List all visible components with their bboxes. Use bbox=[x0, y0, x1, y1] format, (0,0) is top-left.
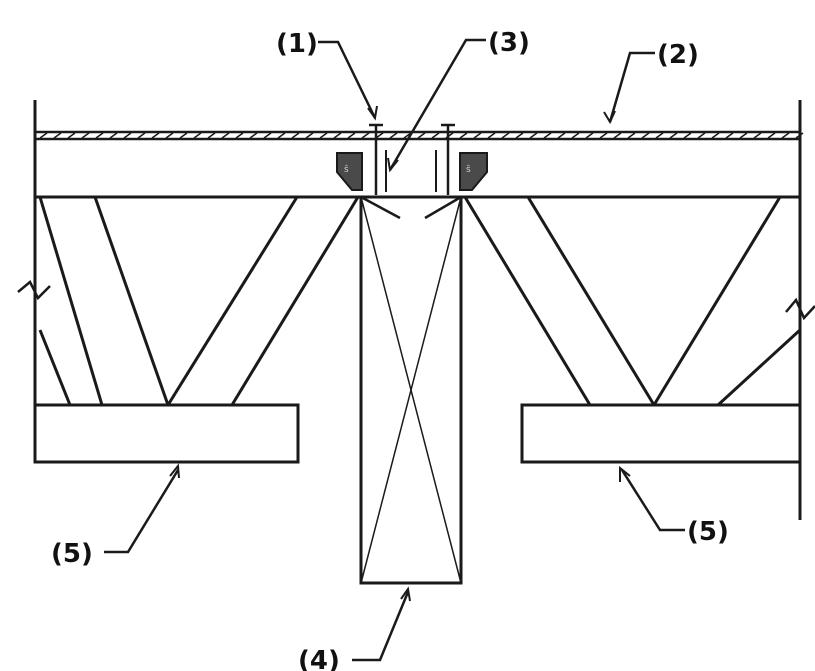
sheathing-hatch-mark bbox=[431, 132, 440, 139]
sheathing-hatch-mark bbox=[767, 132, 776, 139]
sheathing-hatch-mark bbox=[571, 132, 580, 139]
fasteners bbox=[369, 123, 455, 195]
sheathing-hatch-mark bbox=[683, 132, 692, 139]
sheathing-hatch-mark bbox=[39, 132, 48, 139]
right-break-symbol bbox=[785, 297, 815, 321]
center-post bbox=[359, 195, 463, 585]
sheathing-hatch-mark bbox=[221, 132, 230, 139]
sheathing-hatch-mark bbox=[291, 132, 300, 139]
right-bottom-chord bbox=[520, 403, 802, 464]
sheathing-hatch-mark bbox=[641, 132, 650, 139]
svg-text:ŝ: ŝ bbox=[466, 164, 471, 175]
sheathing-hatch-mark bbox=[179, 132, 188, 139]
sheathing-hatch-mark bbox=[53, 132, 62, 139]
callout-4-label: (4) bbox=[298, 646, 340, 671]
sheathing-hatch-mark bbox=[697, 132, 706, 139]
sheathing-hatch-mark bbox=[137, 132, 146, 139]
sheathing-hatch-mark bbox=[95, 132, 104, 139]
sheathing-hatch-mark bbox=[781, 132, 790, 139]
sheathing-hatch-mark bbox=[753, 132, 762, 139]
sheathing-hatch-mark bbox=[165, 132, 174, 139]
sheathing-hatch-mark bbox=[67, 132, 76, 139]
sheathing-hatch-mark bbox=[249, 132, 258, 139]
svg-text:ŝ: ŝ bbox=[344, 164, 349, 175]
sheathing-hatch-mark bbox=[599, 132, 608, 139]
sheathing-hatch-mark bbox=[305, 132, 314, 139]
left-break-symbol bbox=[17, 280, 51, 301]
leader-lines bbox=[104, 38, 685, 662]
sheathing-hatch-mark bbox=[487, 132, 496, 139]
sheathing-hatch-mark bbox=[123, 132, 132, 139]
sheathing-hatch-mark bbox=[473, 132, 482, 139]
diagonal-braces bbox=[360, 195, 462, 220]
connector-blocks: ŝ ŝ bbox=[336, 152, 488, 191]
sheathing-hatch-mark bbox=[361, 132, 370, 139]
roof-sheathing bbox=[35, 130, 804, 141]
sheathing-hatch-mark bbox=[417, 132, 426, 139]
sheathing-hatch-mark bbox=[347, 132, 356, 139]
sheathing-hatch-mark bbox=[277, 132, 286, 139]
sheathing-hatch-mark bbox=[333, 132, 342, 139]
sheathing-hatch-mark bbox=[669, 132, 678, 139]
left-truss-webs bbox=[38, 196, 360, 406]
sheathing-hatch-mark bbox=[725, 132, 734, 139]
sheathing-hatch-mark bbox=[151, 132, 160, 139]
sheathing-hatch-mark bbox=[207, 132, 216, 139]
sheathing-hatch-mark bbox=[543, 132, 552, 139]
sheathing-hatch-mark bbox=[235, 132, 244, 139]
sheathing-hatch-mark bbox=[711, 132, 720, 139]
left-bottom-chord bbox=[33, 403, 300, 464]
sheathing-hatch-mark bbox=[501, 132, 510, 139]
sheathing-hatch-mark bbox=[739, 132, 748, 139]
sheathing-hatch-mark bbox=[515, 132, 524, 139]
sheathing-hatch-mark bbox=[557, 132, 566, 139]
sheathing-hatch-mark bbox=[627, 132, 636, 139]
callout-1-label: (1) bbox=[276, 29, 318, 59]
sheathing-hatch-mark bbox=[795, 132, 804, 139]
callout-5-right-label: (5) bbox=[687, 517, 729, 547]
sheathing-hatch-mark bbox=[81, 132, 90, 139]
sheathing-hatch-mark bbox=[109, 132, 118, 139]
sheathing-hatch-mark bbox=[389, 132, 398, 139]
sheathing-hatch-mark bbox=[193, 132, 202, 139]
callout-5-left-label: (5) bbox=[51, 539, 93, 569]
sheathing-hatch-mark bbox=[655, 132, 664, 139]
callout-3-label: (3) bbox=[488, 28, 530, 58]
callout-2-label: (2) bbox=[657, 40, 699, 70]
right-connector-block bbox=[459, 152, 488, 191]
sheathing-hatch-mark bbox=[319, 132, 328, 139]
sheathing-hatch-mark bbox=[263, 132, 272, 139]
sheathing-hatch-mark bbox=[529, 132, 538, 139]
sheathing-hatch-mark bbox=[613, 132, 622, 139]
sheathing-hatch-mark bbox=[585, 132, 594, 139]
right-truss-webs bbox=[463, 196, 802, 407]
sheathing-hatch-mark bbox=[459, 132, 468, 139]
left-connector-block bbox=[336, 152, 363, 191]
